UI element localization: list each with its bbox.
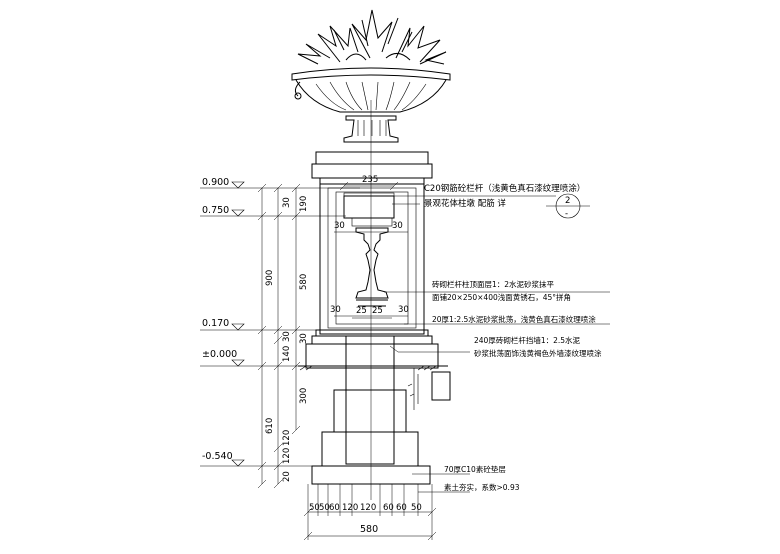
vertical-dim-text: 900 610 30 30 140 120 120 20 190 580 30 … bbox=[265, 196, 309, 482]
note-wall-1: 240厚砖砌栏杆挡墙1：2.5水泥 bbox=[474, 335, 581, 345]
railing-beam bbox=[343, 195, 395, 219]
baluster bbox=[351, 217, 393, 307]
dim-580-total: 580 bbox=[360, 524, 378, 535]
bottom-dim-1: 50 bbox=[319, 503, 330, 513]
dim-30-c: 30 bbox=[299, 333, 309, 344]
dim-25-right: 25 bbox=[372, 306, 383, 316]
elevation-0000: ±0.000 bbox=[200, 349, 298, 367]
dim-30-top-right: 30 bbox=[392, 221, 403, 231]
note-railing: C20钢筋砼栏杆（浅黄色真石漆纹理喷涂） bbox=[424, 183, 585, 194]
dim-300: 300 bbox=[299, 388, 309, 404]
basin-neck bbox=[343, 115, 399, 143]
bottom-dim-lines bbox=[303, 484, 437, 541]
detail-callout: 2 - bbox=[546, 193, 590, 219]
note-cap-2: 面铺20×250×400浅面黄锈石，45°拼角 bbox=[432, 292, 571, 302]
dim-30-top-left: 30 bbox=[334, 221, 345, 231]
dim-25-left: 25 bbox=[356, 306, 367, 316]
basin-bowl bbox=[295, 79, 447, 113]
dim-30-a: 30 bbox=[282, 197, 292, 208]
top-dim-lines bbox=[334, 181, 408, 319]
elev-label-0540: -0.540 bbox=[202, 451, 233, 462]
callout-sheet: - bbox=[565, 209, 568, 219]
elevation-0540: -0.540 bbox=[200, 451, 322, 467]
pillar-cap bbox=[311, 151, 433, 185]
dim-235: 235 bbox=[362, 175, 378, 185]
elevation-0170: 0.170 bbox=[200, 318, 320, 331]
bottom-dim-4: 120 bbox=[360, 503, 376, 513]
dim-190: 190 bbox=[299, 196, 309, 212]
bottom-dim-2: 60 bbox=[329, 503, 340, 513]
dim-20: 20 bbox=[282, 471, 292, 482]
dim-120-a: 120 bbox=[282, 430, 292, 446]
dim-580: 580 bbox=[299, 274, 309, 290]
elev-label-0750: 0.750 bbox=[202, 205, 229, 216]
note-wall-2: 砂浆批荡面饰浅黄褐色外墙漆纹理喷涂 bbox=[474, 348, 602, 358]
bottom-dim-6: 60 bbox=[396, 503, 407, 513]
flower-basin bbox=[291, 9, 451, 143]
dim-30-low-left: 30 bbox=[330, 305, 341, 315]
dim-900: 900 bbox=[265, 270, 275, 286]
elev-label-0000: ±0.000 bbox=[202, 349, 237, 360]
concrete-cushion bbox=[311, 465, 431, 485]
pillar-body bbox=[319, 183, 425, 335]
note-cushion: 70厚C10素砼垫层 bbox=[444, 464, 506, 474]
dim-30-low-right: 30 bbox=[398, 305, 409, 315]
bottom-dim-0: 50 bbox=[309, 503, 320, 513]
note-soil: 素土夯实，系数>0.93 bbox=[444, 482, 520, 492]
dim-610: 610 bbox=[265, 418, 275, 434]
elevation-0900: 0.900 bbox=[200, 177, 360, 189]
note-plaster: 20厚1:2.5水泥砂浆批荡，浅黄色真石漆纹理喷涂 bbox=[432, 314, 596, 324]
elev-label-0900: 0.900 bbox=[202, 177, 229, 188]
callout-number: 2 bbox=[565, 196, 570, 206]
leaves-graphic bbox=[294, 9, 447, 100]
elev-label-0170: 0.170 bbox=[202, 318, 229, 329]
dim-120-b: 120 bbox=[282, 448, 292, 464]
note-cap-1: 砖砌栏杆柱顶面层1：2水泥砂浆抹平 bbox=[432, 279, 555, 289]
vertical-dim-lines bbox=[257, 183, 301, 489]
bottom-dim-7: 50 bbox=[411, 503, 422, 513]
elevation-0750: 0.750 bbox=[200, 205, 346, 217]
bottom-dim-5: 60 bbox=[383, 503, 394, 513]
dim-30-b: 30 bbox=[282, 331, 292, 342]
bottom-dim-3: 120 bbox=[342, 503, 358, 513]
dim-140: 140 bbox=[282, 346, 292, 362]
side-detail bbox=[407, 368, 451, 410]
foundation bbox=[311, 335, 431, 485]
note-pillar: 景观花体柱墩 配筋 详 bbox=[424, 198, 506, 209]
basin-rim bbox=[291, 67, 451, 81]
leader-lines bbox=[384, 195, 610, 493]
